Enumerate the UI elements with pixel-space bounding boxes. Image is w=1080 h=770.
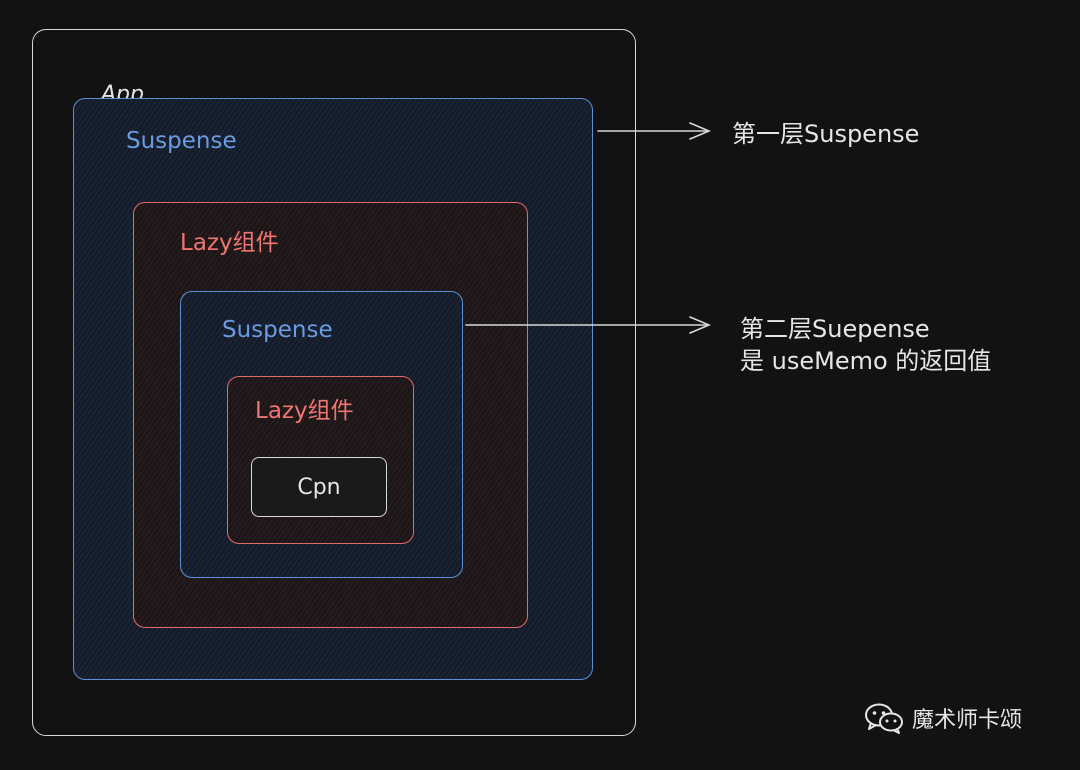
inner-suspense-label: Suspense — [222, 317, 333, 343]
first-layer-arrow-head — [689, 122, 712, 140]
second-layer-annotation-line2: 是 useMemo 的返回值 — [740, 347, 992, 376]
second-layer-annotation-line1: 第二层Suepense — [740, 315, 930, 343]
cpn-box: Cpn — [251, 457, 387, 517]
second-layer-arrow-head — [689, 316, 712, 334]
inner-lazy-label: Lazy组件 — [255, 398, 354, 424]
outer-lazy-label: Lazy组件 — [180, 230, 279, 256]
first-layer-annotation: 第一层Suspense — [732, 120, 920, 148]
outer-suspense-label: Suspense — [126, 128, 237, 154]
cpn-label: Cpn — [297, 474, 341, 500]
second-layer-annotation: 第二层Suepense 是 useMemo 的返回值 — [740, 313, 991, 378]
wechat-icon — [865, 703, 903, 734]
watermark: 魔术师卡颂 — [864, 702, 1022, 734]
watermark-text: 魔术师卡颂 — [912, 708, 1023, 733]
